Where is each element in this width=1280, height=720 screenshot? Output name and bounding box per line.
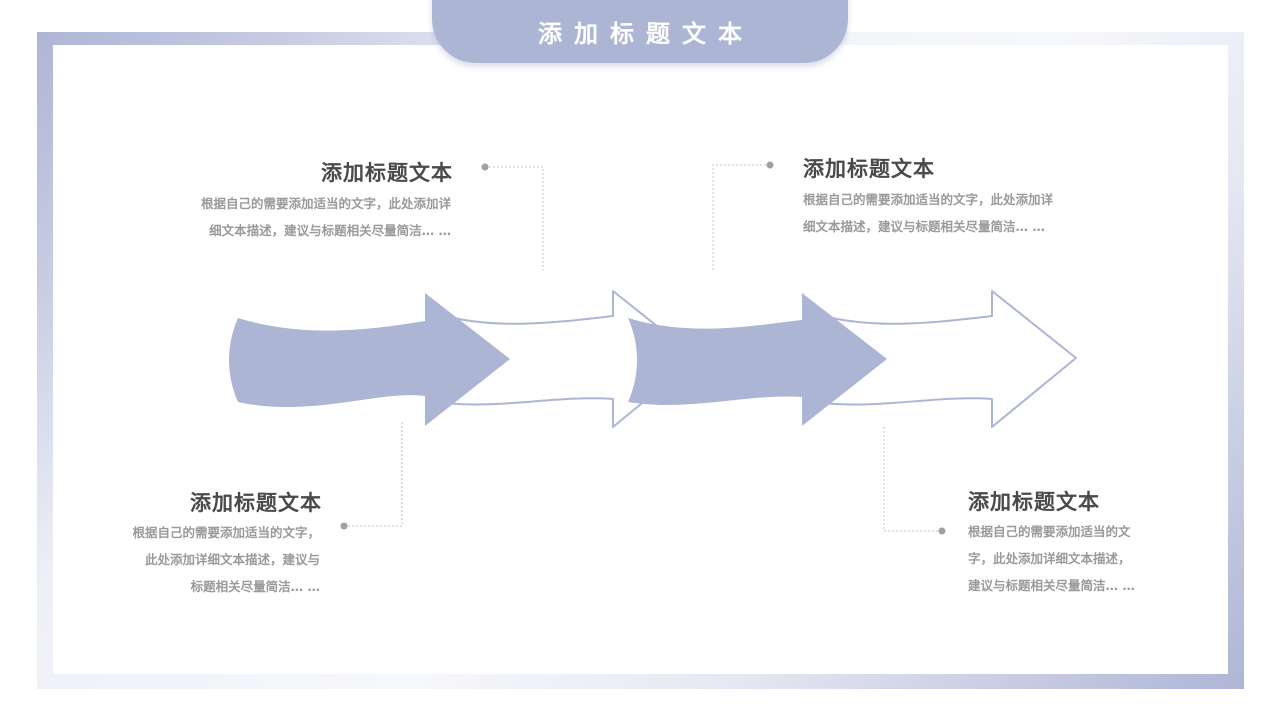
connector-line-2 [712, 164, 770, 270]
step-3-desc-line-3: 标题相关尽量简洁… … [190, 579, 320, 594]
process-arrow-1-filled [229, 293, 510, 426]
step-3-desc-line-1: 根据自己的需要添加适当的文字， [132, 525, 320, 540]
step-1-desc-line-1: 根据自己的需要添加适当的文字，此处添加详 [200, 196, 451, 211]
step-3-title: 添加标题文本 [190, 491, 322, 515]
step-1-desc-line-2: 细文本描述，建议与标题相关尽量简洁… … [209, 223, 451, 238]
step-4-description: 根据自己的需要添加适当的文 字，此处添加详细文本描述， 建议与标题相关尽量简洁…… [968, 518, 1198, 599]
connector-dot-3 [340, 522, 348, 530]
step-2-description: 根据自己的需要添加适当的文字，此处添加详 细文本描述，建议与标题相关尽量简洁… … [803, 186, 1133, 240]
step-4-title: 添加标题文本 [968, 490, 1100, 514]
step-4-desc-line-2: 字，此处添加详细文本描述， [968, 551, 1131, 566]
step-4-desc-line-1: 根据自己的需要添加适当的文 [968, 524, 1131, 539]
step-1-title: 添加标题文本 [321, 161, 453, 185]
connector-line-3 [344, 420, 403, 527]
step-3-desc-line-2: 此处添加详细文本描述，建议与 [144, 552, 320, 567]
page-title: 添加标题文本 [538, 20, 754, 48]
step-2-desc-line-1: 根据自己的需要添加适当的文字，此处添加详 [803, 192, 1054, 207]
step-1-description: 根据自己的需要添加适当的文字，此处添加详 细文本描述，建议与标题相关尽量简洁… … [90, 190, 451, 244]
step-3-description: 根据自己的需要添加适当的文字， 此处添加详细文本描述，建议与 标题相关尽量简洁…… [70, 519, 320, 600]
process-arrow-3-filled [628, 293, 887, 426]
header-tab [432, 0, 848, 63]
step-4-desc-line-3: 建议与标题相关尽量简洁… … [968, 578, 1135, 593]
connector-dot-2 [766, 161, 774, 169]
connector-dot-4 [938, 527, 946, 535]
connector-line-4 [883, 425, 942, 532]
connector-dot-1 [481, 163, 489, 171]
step-2-desc-line-2: 细文本描述，建议与标题相关尽量简洁… … [803, 219, 1045, 234]
connector-line-1 [485, 166, 544, 270]
process-arrow-4-outline [822, 290, 1077, 428]
step-2-title: 添加标题文本 [803, 157, 935, 181]
